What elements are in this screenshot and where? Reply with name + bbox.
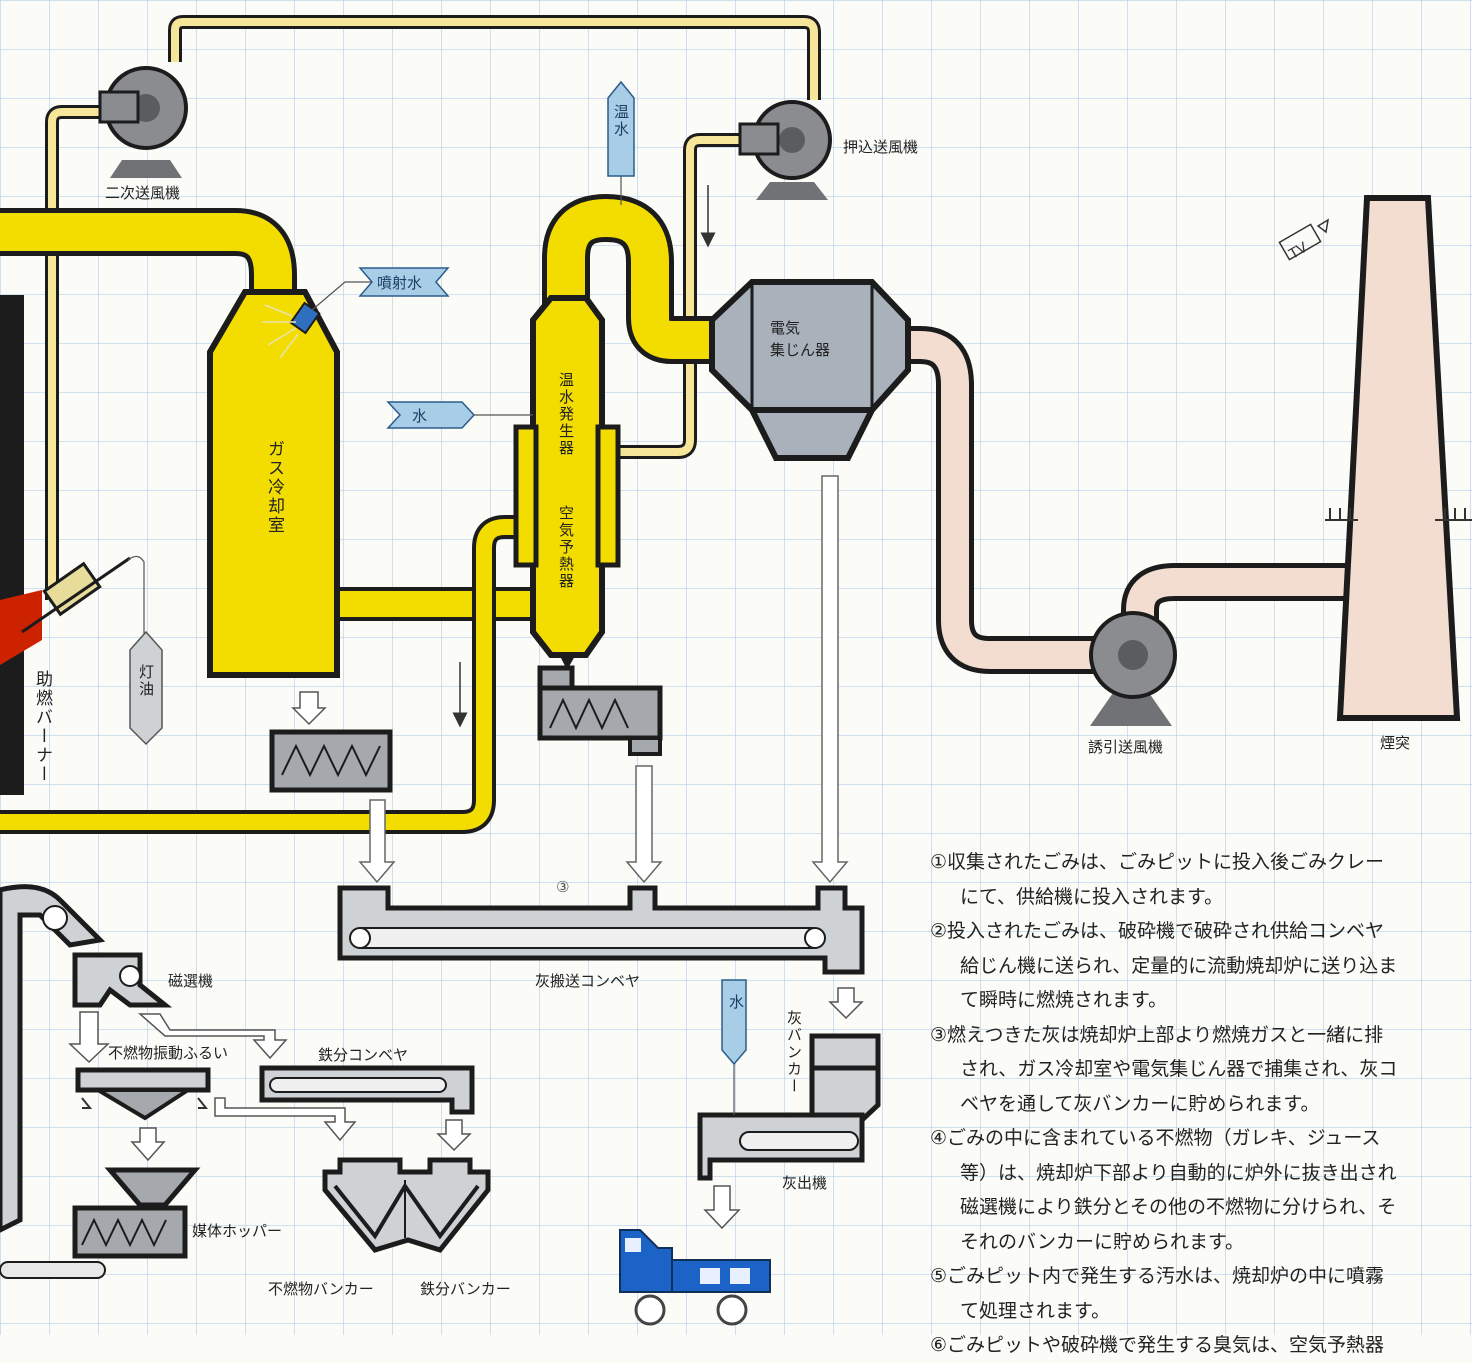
label-esp-line1: 電気 [770, 319, 800, 337]
note-line: て処理されます。 [960, 1299, 1111, 1322]
spray-nozzle [262, 281, 372, 359]
label-magnet: 磁選機 [168, 972, 213, 990]
bucket-elevator [0, 884, 106, 1233]
note-line: ①収集されたごみは、ごみピットに投入後ごみクレー [930, 851, 1385, 873]
dump-truck-icon [619, 1229, 771, 1326]
label-spray-water: 噴射水 [377, 274, 422, 292]
process-flow-diagram: 二次送風機 押込送風機 噴射水 水 電気 集じん器 TV 誘引送風機 煙突 ③ … [0, 0, 1472, 1335]
screen-down-arrow [130, 1127, 166, 1162]
label-water-2: 水 [727, 994, 745, 1011]
note-line: にて、供給機に投入されます。 [960, 885, 1224, 908]
sorting-arrows [68, 1011, 288, 1064]
kerosene-tag [129, 630, 163, 746]
chimney [1325, 195, 1472, 721]
ash-discharger [697, 1112, 865, 1181]
label-media-hopper: 媒体ホッパー [192, 1222, 282, 1240]
iron-chute-arrow [436, 1119, 472, 1152]
clean-gas-duct [900, 326, 1352, 674]
note-line: ⑤ごみピット内で発生する汚水は、焼却炉の中に噴霧 [930, 1265, 1385, 1287]
media-hopper [0, 1167, 201, 1279]
electrostatic-precipitator [709, 279, 911, 461]
note-line: 給じん機に送られ、定量的に流動焼却炉に送り込ま [960, 954, 1398, 977]
screen-side-arrow [214, 1097, 357, 1142]
note-line: 磁選機により鉄分とその他の不燃物に分けられ、そ [960, 1196, 1397, 1218]
magnetic-separator [72, 952, 173, 1008]
ash-conveyor [337, 885, 865, 975]
label-forced-fan: 押込送風機 [843, 138, 918, 156]
vibrating-screen [75, 1067, 211, 1121]
note-line: され、ガス冷却室や電気集じん器で捕集され、灰コ [960, 1058, 1398, 1080]
note-line: ③燃えつきた灰は焼却炉上部より燃焼ガスと一緒に排 [930, 1023, 1384, 1046]
spray-water-tag [358, 267, 450, 297]
label-ash-conveyor: 灰搬送コンベヤ [535, 972, 640, 990]
chute-arrow [828, 987, 864, 1020]
label-iron-bunker: 鉄分バンカー [420, 1280, 511, 1298]
screw-conveyor-2 [537, 665, 663, 756]
induced-draft-fan [1089, 611, 1177, 726]
note-line: ④ごみの中に含まれている不燃物（ガレキ、ジュース [930, 1127, 1381, 1149]
hot-water-out-tag [607, 80, 635, 205]
secondary-fan [98, 66, 188, 178]
note-line: ②投入されたごみは、破砕機で破砕され供給コンベヤ [930, 920, 1385, 942]
auxiliary-burner [21, 555, 145, 640]
water-tag-2 [721, 979, 747, 1115]
label-water-in: 水 [412, 407, 427, 425]
bunkers [322, 1157, 491, 1253]
label-gas-cooling: ガス冷却室 [264, 440, 284, 535]
label-ash-out: 灰出機 [782, 1174, 827, 1192]
gas-cooling-chamber [207, 289, 340, 678]
note-line: 等）は、焼却炉下部より自動的に炉外に抜き出され [960, 1161, 1397, 1184]
label-sieve: 不燃物振動ふるい [108, 1044, 228, 1062]
ash-bunker [809, 1033, 881, 1123]
note-line: ベヤを通して灰バンカーに貯められます。 [960, 1092, 1320, 1115]
label-induced-fan: 誘引送風機 [1088, 738, 1163, 756]
air-ducts [45, 15, 821, 600]
label-circle-3: ③ [556, 878, 569, 896]
furnace-edge [0, 295, 42, 795]
label-hot-water-out: 温水 [612, 104, 630, 138]
label-ash-bunker: 灰バンカー [785, 1010, 803, 1095]
flue-gas-ducts [0, 193, 722, 834]
label-chimney: 煙突 [1380, 734, 1410, 752]
label-kerosene: 灯油 [137, 664, 155, 698]
label-air-preheater: 空気予熱器 [557, 505, 575, 590]
note-line: それのバンカーに貯められます。 [960, 1230, 1245, 1253]
ash-chutes [358, 475, 849, 884]
note-line: ⑥ごみピットや破砕機で発生する臭気は、空気予熱器 [930, 1334, 1385, 1356]
label-iron-conveyor: 鉄分コンベヤ [318, 1046, 408, 1064]
label-hot-water-gen: 温水発生器 [557, 372, 575, 457]
screw-conveyor-1 [269, 691, 393, 793]
iron-conveyor [259, 1065, 475, 1115]
label-secondary-fan: 二次送風機 [105, 184, 180, 202]
forced-draft-fan [738, 100, 832, 200]
note-line: て瞬時に燃焼されます。 [960, 989, 1168, 1011]
label-burner: 助燃バーナー [32, 670, 52, 784]
label-esp-line2: 集じん器 [770, 341, 830, 359]
tv-camera-icon [1278, 218, 1330, 261]
hot-water-generator [513, 295, 621, 670]
label-noncomb-bunker: 不燃物バンカー [268, 1280, 374, 1298]
process-notes: ①収集されたごみは、ごみピットに投入後ごみクレー にて、供給機に投入されます。 … [930, 845, 1472, 1363]
truck-chute-arrow [703, 1185, 741, 1230]
water-in-tag [386, 401, 533, 429]
